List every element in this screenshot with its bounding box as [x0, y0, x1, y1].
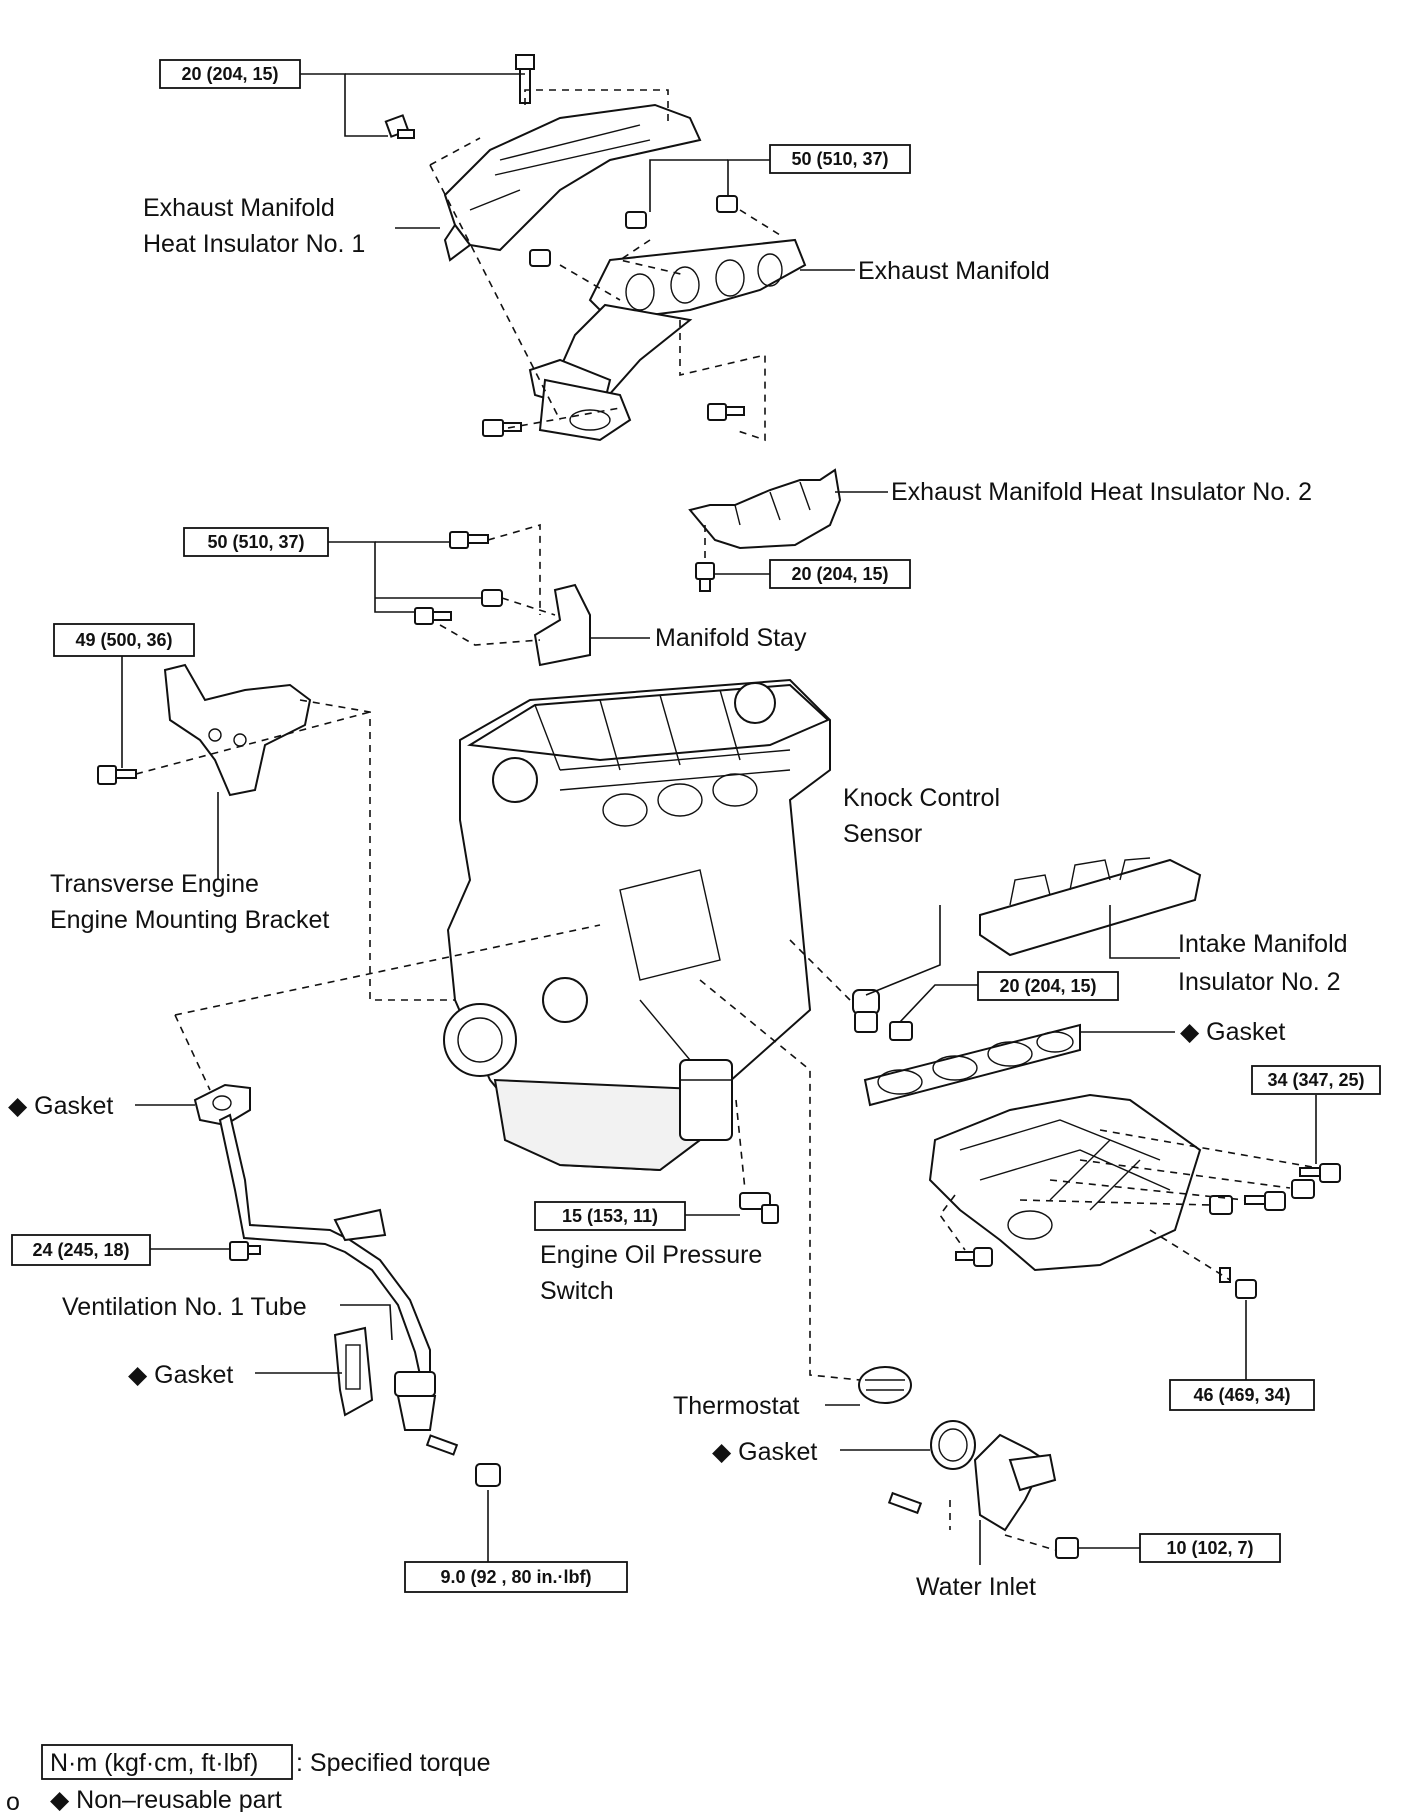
bolt-icon: [97, 765, 137, 785]
torque-box-heat-insulator-2: 20 (204, 15): [769, 559, 911, 589]
label-gasket-intake: ◆ Gasket: [1180, 1018, 1285, 1046]
torque-box-mounting-bracket: 49 (500, 36): [53, 623, 195, 657]
exhaust-heat-insulator-2-part: [688, 468, 842, 550]
label-knock-control-sensor-line1: Knock Control: [843, 784, 1000, 812]
nut-icon: [716, 195, 738, 213]
label-exhaust-manifold: Exhaust Manifold: [858, 257, 1050, 285]
torque-box-water-inlet: 10 (102, 7): [1139, 1533, 1281, 1563]
legend: N·m (kgf·cm, ft·lbf) : Specified torque …: [6, 1744, 491, 1812]
torque-box-exhaust-manifold: 50 (510, 37): [769, 144, 911, 174]
legend-nonreusable: ◆ Non–reusable part: [50, 1786, 282, 1812]
label-exhaust-heat-insulator-2: Exhaust Manifold Heat Insulator No. 2: [891, 478, 1312, 506]
legend-unit-box: N·m (kgf·cm, ft·lbf): [50, 1749, 258, 1777]
ventilation-gasket-bottom-part: [333, 1326, 374, 1417]
torque-box-intake-manifold-bottom: 46 (469, 34): [1169, 1379, 1315, 1411]
ventilation-tube-part: [218, 1113, 437, 1431]
oil-filter-part: [679, 1059, 733, 1141]
label-transverse-engine-line1: Transverse Engine: [50, 870, 259, 898]
svg-text:20 (204, 15): 20 (204, 15): [791, 564, 888, 584]
stud-icon: [887, 1491, 923, 1515]
label-intake-insulator-line1: Intake Manifold: [1178, 930, 1348, 958]
bolt-icon: [1219, 1267, 1257, 1299]
torque-box-intake-manifold-top: 34 (347, 25): [1251, 1065, 1381, 1095]
engine-block-part: [443, 678, 831, 1172]
label-oil-pressure-switch-line2: Switch: [540, 1277, 614, 1305]
label-exhaust-heat-insulator-1-line2: Heat Insulator No. 1: [143, 230, 365, 258]
nut-icon: [625, 211, 647, 229]
bolt-icon: [515, 54, 535, 104]
water-inlet-part: [973, 1433, 1057, 1532]
oil-pressure-switch-part: [739, 1192, 779, 1224]
svg-text:20 (204, 15): 20 (204, 15): [999, 976, 1096, 996]
label-thermostat: Thermostat: [673, 1392, 799, 1420]
thermostat-gasket-part: [930, 1420, 976, 1470]
nut-icon: [475, 1463, 501, 1487]
bolt-icon: [707, 403, 745, 421]
torque-box-knock-sensor: 20 (204, 15): [977, 971, 1119, 1001]
nut-icon: [1291, 1179, 1315, 1199]
manifold-stay-part: [533, 583, 591, 667]
svg-text:10 (102, 7): 10 (102, 7): [1166, 1538, 1253, 1558]
svg-text:15 (153, 11): 15 (153, 11): [562, 1206, 658, 1226]
label-gasket-ventilation-top: ◆ Gasket: [8, 1092, 113, 1120]
label-knock-control-sensor-line2: Sensor: [843, 820, 922, 848]
bolt-icon: [414, 607, 452, 625]
intake-manifold-insulator-2-part: [979, 857, 1202, 957]
legend-unit-desc: : Specified torque: [296, 1749, 491, 1777]
label-transverse-engine-line2: Engine Mounting Bracket: [50, 906, 329, 934]
intake-gasket-part: [863, 1023, 1081, 1107]
svg-text:34 (347, 25): 34 (347, 25): [1267, 1070, 1364, 1090]
engine-mounting-bracket-part: [163, 663, 312, 797]
svg-text:9.0 (92 , 80 in.·lbf): 9.0 (92 , 80 in.·lbf): [440, 1567, 591, 1587]
bolt-icon: [384, 114, 415, 139]
nut-icon: [481, 589, 503, 607]
label-intake-insulator-line2: Insulator No. 2: [1178, 968, 1341, 996]
bolt-icon: [449, 531, 489, 549]
ventilation-gasket-top-part: [193, 1083, 251, 1127]
svg-text:50 (510, 37): 50 (510, 37): [207, 532, 304, 552]
bolt-icon: [229, 1241, 261, 1261]
label-water-inlet: Water Inlet: [916, 1573, 1036, 1601]
label-gasket-ventilation-bottom: ◆ Gasket: [128, 1361, 233, 1389]
bolt-icon: [695, 562, 715, 592]
torque-box-heat-insulator-1: 20 (204, 15): [159, 59, 301, 89]
torque-box-ventilation-nut: 9.0 (92 , 80 in.·lbf): [404, 1561, 628, 1593]
knock-control-sensor-part: [852, 989, 880, 1033]
exhaust-manifold-part: [528, 238, 807, 442]
torque-box-oil-pressure-switch: 15 (153, 11): [534, 1201, 686, 1231]
nut-icon: [1209, 1195, 1233, 1215]
corner-mark: o: [6, 1788, 20, 1812]
bolt-icon: [1055, 1537, 1079, 1559]
svg-text:24 (245, 18): 24 (245, 18): [32, 1240, 129, 1260]
intake-manifold-part: [928, 1093, 1202, 1272]
bolt-icon: [889, 1021, 913, 1041]
svg-text:20 (204, 15): 20 (204, 15): [181, 64, 278, 84]
bolt-icon: [482, 419, 522, 437]
stud-icon: [425, 1434, 459, 1456]
label-oil-pressure-switch-line1: Engine Oil Pressure: [540, 1241, 762, 1269]
exhaust-heat-insulator-1-part: [443, 103, 702, 262]
label-gasket-thermostat: ◆ Gasket: [712, 1438, 817, 1466]
torque-box-ventilation-tube: 24 (245, 18): [11, 1234, 151, 1266]
svg-text:49 (500, 36): 49 (500, 36): [75, 630, 172, 650]
torque-box-manifold-stay: 50 (510, 37): [183, 527, 329, 557]
label-ventilation-tube: Ventilation No. 1 Tube: [62, 1293, 307, 1321]
bolt-icon: [1244, 1191, 1286, 1211]
label-manifold-stay: Manifold Stay: [655, 624, 807, 652]
thermostat-part: [858, 1366, 912, 1404]
bolt-icon: [955, 1247, 993, 1267]
bolt-icon: [1299, 1163, 1341, 1183]
svg-text:46 (469, 34): 46 (469, 34): [1193, 1385, 1290, 1405]
svg-text:50 (510, 37): 50 (510, 37): [791, 149, 888, 169]
label-exhaust-heat-insulator-1-line1: Exhaust Manifold: [143, 194, 335, 222]
nut-icon: [529, 249, 551, 267]
